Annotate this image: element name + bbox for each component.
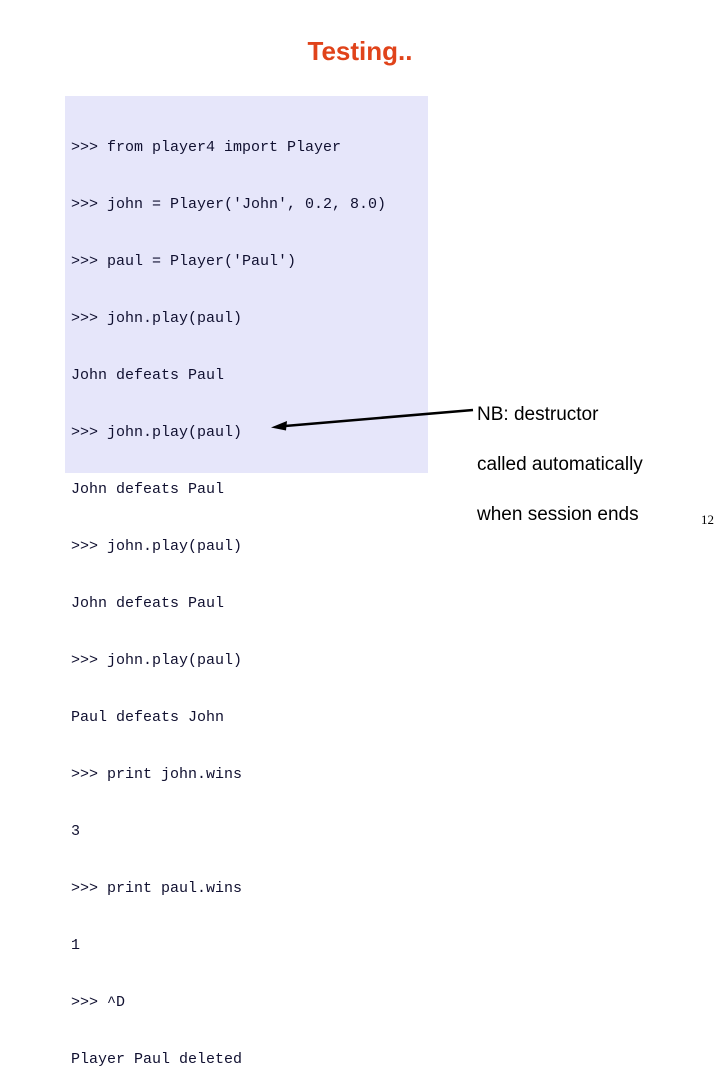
terminal-line: 3 [71,823,81,840]
terminal-line: >>> print paul.wins [71,880,243,897]
terminal-line: >>> john.play(paul) [71,310,243,327]
annotation-line: NB: destructor [477,404,599,425]
page-title: Testing.. [307,36,413,66]
annotation-line: called automatically [477,454,643,475]
terminal-line: >>> john = Player('John', 0.2, 8.0) [71,196,387,213]
annotation-line: when session ends [477,504,639,525]
terminal-line: John defeats Paul [71,481,225,498]
page-number: 12 [701,512,714,527]
terminal-line: >>> from player4 import Player [71,139,342,156]
terminal-line: Player Paul deleted [71,1051,243,1068]
annotation-note: NB: destructor called automatically when… [477,377,711,552]
slide-canvas: Testing.. >>> from player4 import Player… [65,36,714,1068]
terminal-line: Paul defeats John [71,709,225,726]
terminal-line: John defeats Paul [71,595,225,612]
terminal-line: John defeats Paul [71,367,225,384]
terminal-line: 1 [71,937,81,954]
terminal-line: >>> john.play(paul) [71,424,243,441]
terminal-line: >>> john.play(paul) [71,652,243,669]
terminal-transcript-lines: >>> from player4 import Player >>> john … [71,100,428,1080]
terminal-line: >>> print john.wins [71,766,243,783]
pointer-arrow-icon [271,408,474,431]
terminal-line: >>> ^D [71,994,126,1011]
terminal-line: >>> paul = Player('Paul') [71,253,297,270]
